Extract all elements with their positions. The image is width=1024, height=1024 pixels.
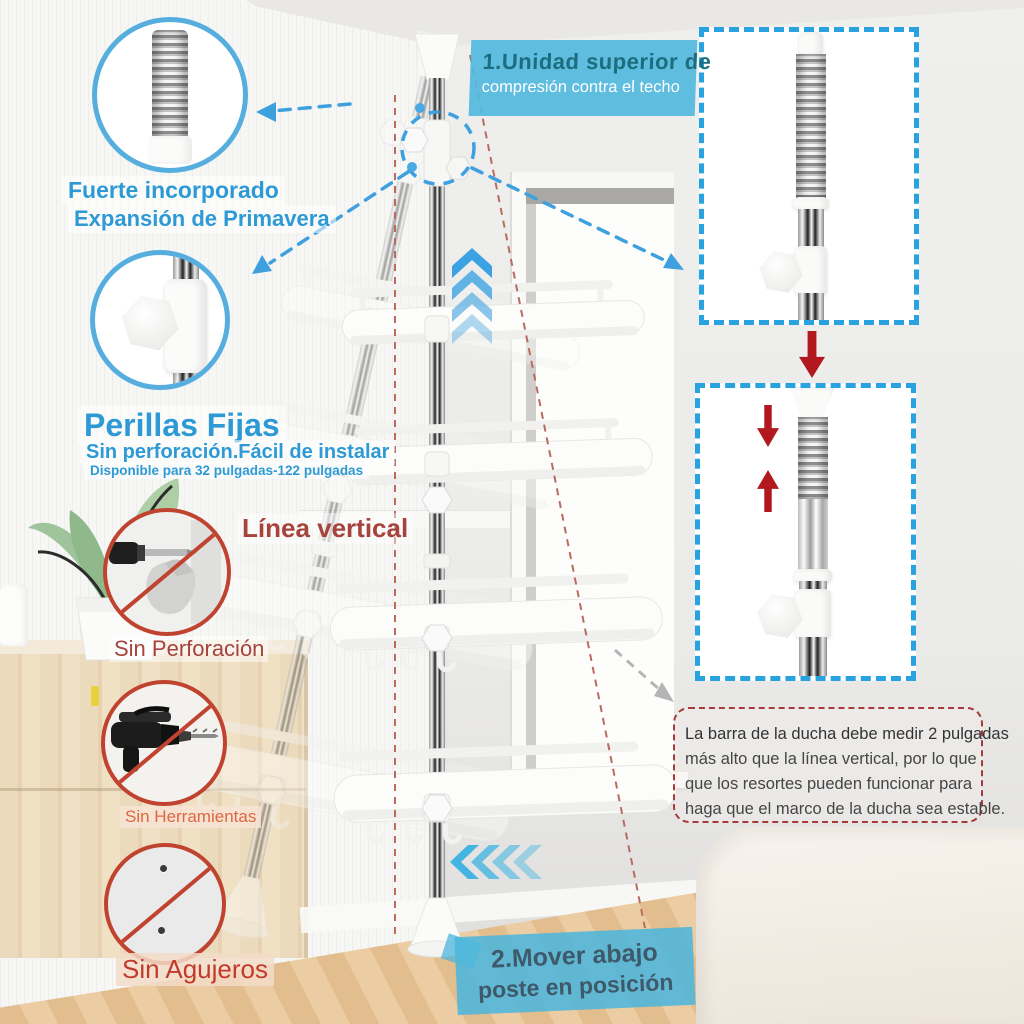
chevrons-up-icon [452,248,492,344]
pole-section [798,209,824,249]
chevrons-left-icon [450,845,542,879]
wall-ledge [300,510,512,528]
info-box: La barra de la ducha debe medir 2 pulgad… [673,707,1009,823]
info-line-1: La barra de la ducha debe medir 2 pulgad… [685,725,1009,743]
step1-subtitle: compresión contra el techo [481,78,681,96]
dashed-focus-circle [400,110,476,186]
knobs-title: Perillas Fijas [78,406,286,445]
dashed-panel-border [695,383,916,681]
arrowhead [252,255,272,274]
spring-collar [148,136,192,164]
blue-dot [415,103,425,113]
arrowhead [663,253,684,270]
dashed-panel-border [699,27,919,325]
no-drill-callout [103,508,231,636]
detail-panel-bottom [695,383,916,681]
wall-hole [160,865,167,872]
tilted-guide-line [469,54,646,929]
spring-caption-line1: Fuerte incorporado [62,176,285,205]
arrowhead [654,682,674,702]
spring-section [796,54,826,199]
detail-panel-top [699,27,919,325]
arrow-to-knob-callout [268,170,410,265]
no-holes-label: Sin Agujeros [116,953,274,986]
step2-label-box: 2.Mover abajo poste en posición [454,926,696,1016]
drill-icon [111,706,219,772]
blue-dot [407,162,417,172]
arrow-to-spring-callout [270,102,352,113]
info-line-3: que los resortes pueden funcionar para [685,775,973,793]
knob-callout-circle [90,250,230,390]
pole-section [798,499,828,571]
yellow-pencil [91,686,99,706]
knob-bracket [795,589,831,639]
no-holes-callout [104,843,226,965]
arrowhead [256,102,276,122]
no-drill-label: Sin Perforación [110,636,269,662]
knobs-subtitle: Sin perforación.Fácil de instalar [80,440,396,465]
pole-section [799,637,827,676]
prohibition-slash [114,863,216,949]
step1-label-box: 1.Unidad superior de compresión contra e… [468,40,712,116]
collar [794,569,832,583]
spring-section [798,417,828,501]
vertical-line-label: Línea vertical [238,513,413,544]
pole-section [798,293,824,320]
step1-title: 1.Unidad superior de [482,49,712,74]
spring-caption-line2: Expansión de Primavera [68,205,336,233]
no-tools-label: Sin Herramientas [120,806,262,828]
spring-callout-circle [92,17,248,173]
info-line-4: haga que el marco de la ducha sea establ… [685,800,1006,818]
spring-coil-icon [152,30,188,148]
bathtub [696,826,1024,1024]
pole-top-cap [799,32,823,56]
pole-section [799,581,827,591]
info-line-2: más alto que la línea vertical, por lo q… [685,750,977,768]
knobs-size-note: Disponible para 32 pulgadas-122 pulgadas [84,462,370,479]
gray-move-arrow [614,648,661,692]
no-tools-callout [101,680,227,806]
collar [793,197,829,210]
arrow-to-detail-panel [470,166,666,262]
white-jar [0,584,28,646]
wall-hole [158,927,165,934]
